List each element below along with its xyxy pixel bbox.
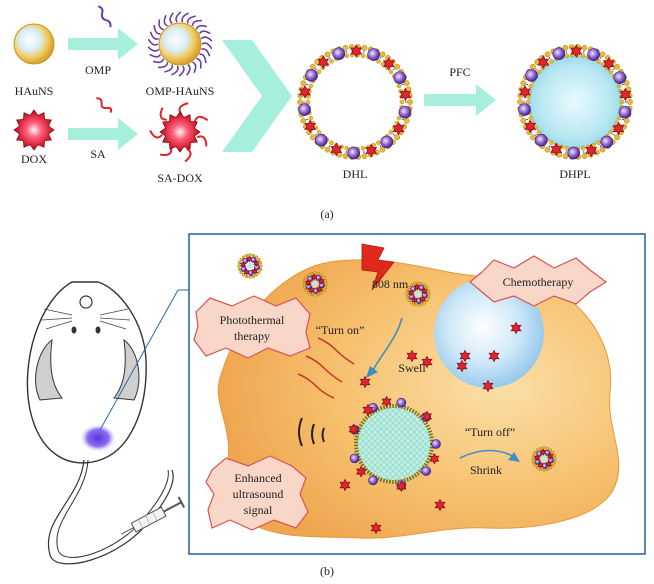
swell-label: Swell (398, 361, 426, 375)
dox-particle (13, 109, 55, 151)
swollen-liposome (348, 395, 441, 493)
turn-on-label: “Turn on” (316, 323, 365, 337)
nanoparticle-small-2 (302, 271, 328, 297)
ultrasound-text-3: signal (244, 503, 273, 517)
photothermal-text-2: therapy (234, 329, 270, 343)
tumor-site (80, 424, 116, 452)
photothermal-text-1: Photothermal (220, 313, 285, 327)
ultrasound-text-1: Enhanced (234, 471, 281, 485)
chemotherapy-text: Chemotherapy (503, 275, 574, 289)
sa-squiggle (96, 97, 113, 113)
omp-hauns-label: OMP-HAuNS (146, 84, 215, 98)
arrow-dox (68, 118, 138, 150)
laser-label: 808 nm (372, 277, 409, 291)
sa-dox-particle (149, 102, 209, 163)
merge-chevron (222, 40, 292, 152)
panel-b: 808 nm “Turn on” Swell “Turn off” Shrink (26, 233, 646, 578)
photothermal-callout (193, 295, 311, 359)
syringe-icon (121, 496, 186, 535)
omp-hauns-particle (147, 11, 213, 77)
turn-off-label: “Turn off” (465, 425, 515, 439)
ultrasound-callout (205, 455, 309, 531)
shrink-label: Shrink (470, 463, 502, 477)
nanoparticle-small-3 (405, 281, 431, 307)
omp-squiggle (97, 5, 112, 28)
hauns-label: HAuNS (15, 84, 54, 98)
ultrasound-waves (298, 417, 325, 447)
panel-a: HAuNS OMP OMP-HAuNS DOX SA SA-DOX DHL PF… (13, 5, 633, 221)
arrow-hauns (68, 28, 138, 60)
lightning-icon (361, 243, 395, 291)
caption-b: (b) (320, 564, 334, 578)
nanoparticle-small-1 (237, 253, 263, 279)
omp-label: OMP (85, 63, 111, 77)
sa-dox-label: SA-DOX (157, 171, 203, 185)
dhpl-label: DHPL (559, 167, 590, 181)
heat-waves (297, 337, 355, 399)
sa-label: SA (90, 147, 106, 161)
dox-label: DOX (21, 152, 47, 166)
swell-arrow (371, 317, 403, 373)
dhl-liposome (297, 44, 413, 160)
caption-a: (a) (320, 207, 333, 221)
mouse-illustration (26, 281, 179, 565)
dhpl-liposome (517, 44, 633, 160)
ultrasound-text-2: ultrasound (233, 487, 284, 501)
pfc-label: PFC (449, 65, 470, 79)
chemotherapy-callout (469, 255, 608, 307)
released-dox (339, 321, 522, 535)
dhl-label: DHL (343, 167, 368, 181)
hauns-particle (13, 23, 55, 65)
arrow-pfc (424, 84, 496, 116)
nucleus (434, 278, 544, 388)
nanoparticle-small-4 (531, 446, 557, 472)
